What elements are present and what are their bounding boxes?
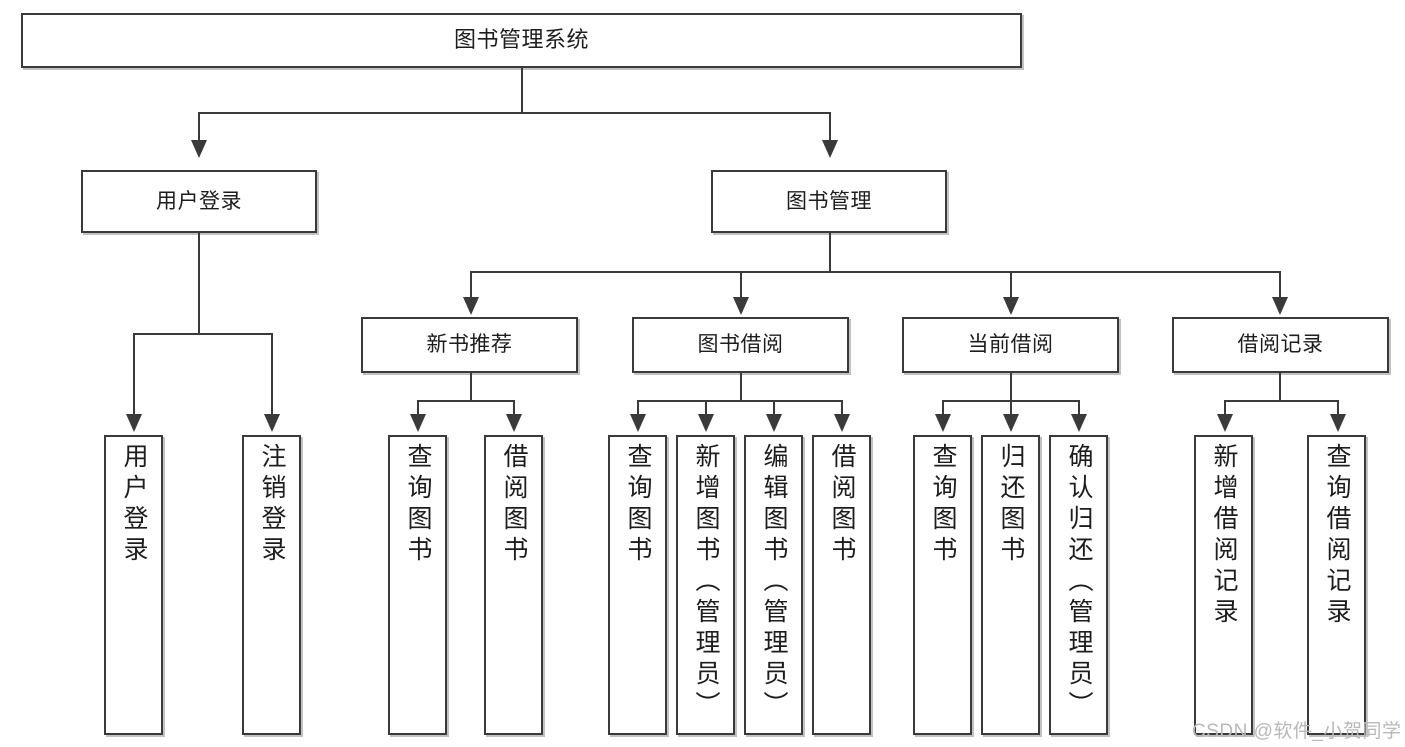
arrowhead-to-current-borrow xyxy=(1003,297,1019,315)
leaf-query-borrow-record[interactable]: 查询借阅记录 xyxy=(1307,435,1366,735)
leaf-query-book-recommend[interactable]: 查询图书 xyxy=(388,435,447,735)
connector-to-current-borrow xyxy=(1010,271,1012,299)
connector-to-new-book xyxy=(470,271,472,299)
leaf-borrow-book[interactable]: 借阅图书 xyxy=(812,435,871,735)
node-label: 当前借阅 xyxy=(967,333,1054,357)
arrowhead-borrow-record-leaf2 xyxy=(1330,414,1346,432)
connector-new-book-leaf1 xyxy=(417,400,419,416)
arrowhead-current-borrow-leaf1 xyxy=(935,414,951,432)
arrowhead-to-book-borrow xyxy=(733,297,749,315)
arrowhead-book-borrow-leaf4 xyxy=(834,414,850,432)
connector-to-book-borrow xyxy=(740,271,742,299)
arrowhead-to-book-management xyxy=(822,140,838,158)
connector-current-borrow-leaf2 xyxy=(1010,400,1012,416)
connector-borrow-record-stem xyxy=(1279,373,1281,401)
node-label: 编辑图书（管理员） xyxy=(760,443,788,722)
connector-book-management-stem xyxy=(829,233,831,272)
node-label: 查询图书 xyxy=(404,443,432,567)
connector-current-borrow-stem xyxy=(1010,373,1012,401)
node-label: 新书推荐 xyxy=(426,333,513,357)
node-label: 新增图书（管理员） xyxy=(692,443,720,722)
leaf-add-book-admin[interactable]: 新增图书（管理员） xyxy=(676,435,735,735)
node-label: 借阅记录 xyxy=(1237,333,1324,357)
node-label: 查询图书 xyxy=(624,443,652,567)
arrowhead-to-user-login xyxy=(191,140,207,158)
arrowhead-new-book-leaf1 xyxy=(410,414,426,432)
leaf-confirm-return-admin[interactable]: 确认归还（管理员） xyxy=(1049,435,1108,735)
node-label: 借阅图书 xyxy=(828,443,856,567)
connector-book-borrow-leaf4 xyxy=(841,400,843,416)
node-root-book-management-system[interactable]: 图书管理系统 xyxy=(21,13,1022,68)
connector-new-book-leaf2 xyxy=(513,400,515,416)
leaf-edit-book-admin[interactable]: 编辑图书（管理员） xyxy=(744,435,803,735)
arrowhead-to-login-leaf xyxy=(126,414,142,432)
arrowhead-book-borrow-leaf1 xyxy=(630,414,646,432)
arrowhead-current-borrow-leaf2 xyxy=(1003,414,1019,432)
connector-current-borrow-leaf3 xyxy=(1078,400,1080,416)
arrowhead-new-book-leaf2 xyxy=(506,414,522,432)
node-user-login[interactable]: 用户登录 xyxy=(81,170,317,233)
connector-user-login-stem xyxy=(198,233,200,334)
node-book-management[interactable]: 图书管理 xyxy=(711,170,947,233)
node-label: 借阅图书 xyxy=(500,443,528,567)
leaf-user-login[interactable]: 用户登录 xyxy=(104,435,163,735)
connector-borrow-record-leaf1 xyxy=(1224,400,1226,416)
connector-book-borrow-leaf2 xyxy=(705,400,707,416)
node-label: 确认归还（管理员） xyxy=(1065,443,1093,722)
node-book-borrow[interactable]: 图书借阅 xyxy=(632,317,849,373)
connector-user-login-to-logout xyxy=(271,333,273,416)
node-new-book-recommend[interactable]: 新书推荐 xyxy=(361,317,578,373)
connector-root-to-user-login xyxy=(198,112,200,142)
csdn-watermark: CSDN @软件_小贺同学 xyxy=(1192,721,1402,742)
connector-book-borrow-bus xyxy=(637,400,843,402)
arrowhead-book-borrow-leaf2 xyxy=(698,414,714,432)
node-label: 用户登录 xyxy=(156,189,242,213)
leaf-add-borrow-record[interactable]: 新增借阅记录 xyxy=(1194,435,1253,735)
connector-user-login-to-login xyxy=(133,333,135,416)
connector-borrow-record-bus xyxy=(1224,400,1339,402)
connector-to-borrow-record xyxy=(1279,271,1281,299)
node-borrow-record[interactable]: 借阅记录 xyxy=(1172,317,1389,373)
leaf-query-book-current[interactable]: 查询图书 xyxy=(913,435,972,735)
leaf-query-book-borrow[interactable]: 查询图书 xyxy=(608,435,667,735)
node-label: 归还图书 xyxy=(997,443,1025,567)
node-label: 新增借阅记录 xyxy=(1210,443,1238,629)
connector-borrow-record-leaf2 xyxy=(1337,400,1339,416)
node-label: 用户登录 xyxy=(120,443,148,567)
connector-root-to-book-management xyxy=(829,112,831,142)
connector-root-bus xyxy=(198,112,830,114)
connector-book-borrow-leaf1 xyxy=(637,400,639,416)
connector-new-book-bus xyxy=(417,400,514,402)
node-label: 注销登录 xyxy=(258,443,286,567)
leaf-return-book[interactable]: 归还图书 xyxy=(981,435,1040,735)
arrowhead-borrow-record-leaf1 xyxy=(1217,414,1233,432)
arrowhead-current-borrow-leaf3 xyxy=(1071,414,1087,432)
connector-book-borrow-stem xyxy=(740,373,742,401)
node-label: 查询借阅记录 xyxy=(1323,443,1351,629)
node-label: 图书借阅 xyxy=(697,333,784,357)
connector-current-borrow-leaf1 xyxy=(942,400,944,416)
connector-book-borrow-leaf3 xyxy=(773,400,775,416)
leaf-logout[interactable]: 注销登录 xyxy=(242,435,301,735)
arrowhead-book-borrow-leaf3 xyxy=(766,414,782,432)
connector-new-book-stem xyxy=(470,373,472,401)
arrowhead-to-logout-leaf xyxy=(264,414,280,432)
node-current-borrow[interactable]: 当前借阅 xyxy=(902,317,1119,373)
connector-user-login-bus xyxy=(133,333,272,335)
connector-root-stem xyxy=(521,68,523,113)
connector-level2-bus xyxy=(470,271,1281,273)
node-label: 图书管理系统 xyxy=(453,27,589,53)
node-label: 查询图书 xyxy=(929,443,957,567)
arrowhead-to-new-book xyxy=(463,297,479,315)
node-label: 图书管理 xyxy=(786,189,872,213)
leaf-borrow-book-recommend[interactable]: 借阅图书 xyxy=(484,435,543,735)
arrowhead-to-borrow-record xyxy=(1272,297,1288,315)
